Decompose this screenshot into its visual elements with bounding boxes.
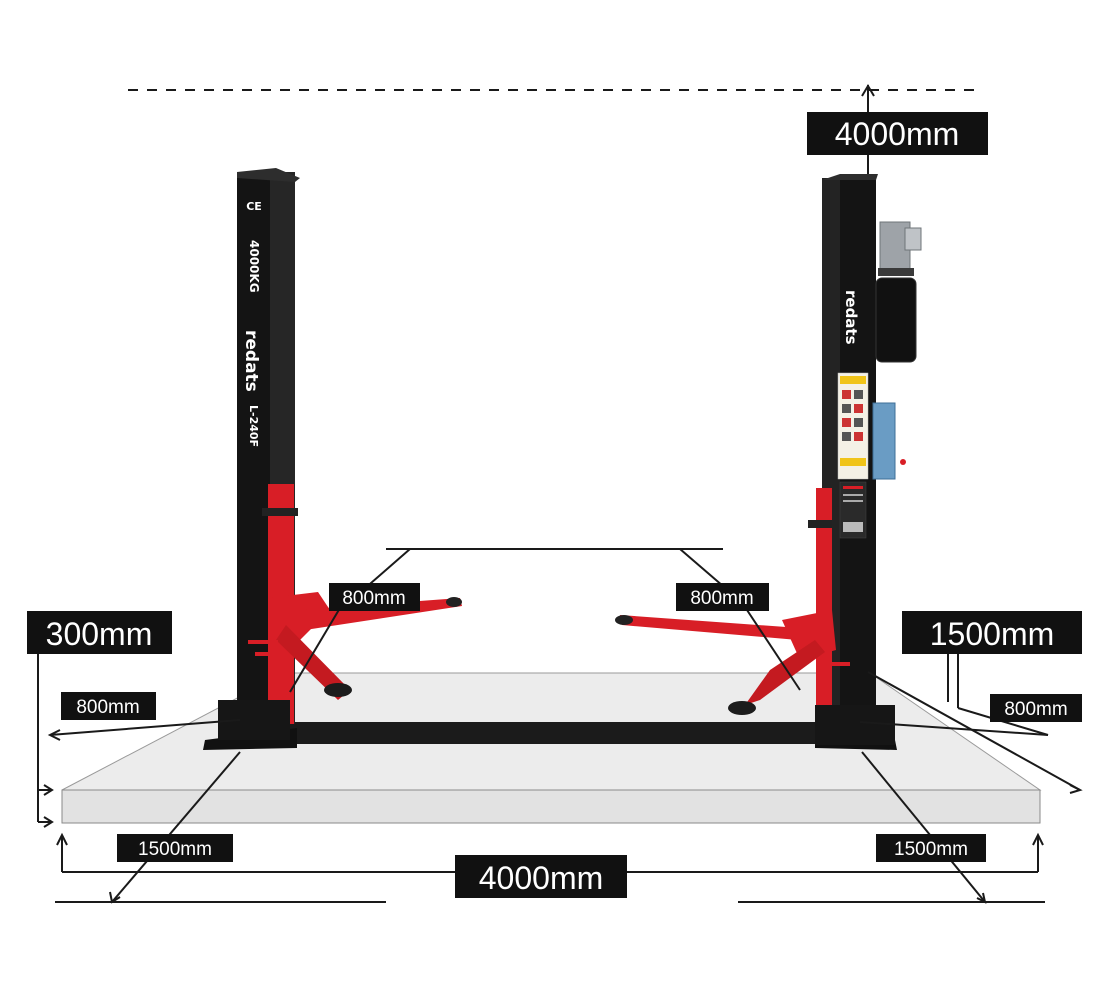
label-base-right: 1500mm (876, 834, 986, 862)
label-base-right-text: 1500mm (894, 839, 968, 860)
label-width-text: 4000mm (479, 860, 604, 896)
right-carriage-arms (615, 610, 850, 715)
label-base-left: 1500mm (117, 834, 233, 862)
label-side-right-text: 1500mm (930, 616, 1055, 652)
label-arm-left-text: 800mm (342, 588, 405, 609)
label-depth-left: 800mm (61, 692, 156, 720)
label-side-left-text: 300mm (46, 616, 153, 652)
left-column-model: L-240F (247, 405, 260, 447)
label-width: 4000mm (455, 855, 627, 898)
right-column: redats (808, 174, 895, 745)
label-arm-right: 800mm (676, 583, 769, 611)
label-side-left: 300mm (27, 611, 172, 654)
label-arm-left: 800mm (329, 583, 420, 611)
label-height-text: 4000mm (835, 116, 960, 152)
label-depth-right: 800mm (990, 694, 1082, 722)
left-column-capacity: 4000KG (247, 240, 261, 293)
right-column-brand-logo: redats (842, 290, 860, 345)
control-box (872, 402, 906, 480)
label-depth-right-text: 800mm (1004, 699, 1067, 720)
left-column-ce-mark: CE (246, 200, 262, 213)
hydraulic-power-unit (875, 221, 922, 363)
left-column-brand-logo: redats (241, 330, 261, 392)
label-base-left-text: 1500mm (138, 839, 212, 860)
label-arm-right-text: 800mm (690, 588, 753, 609)
emergency-stop-icon (900, 459, 906, 465)
left-carriage-arms (248, 592, 462, 700)
label-depth-left-text: 800mm (76, 697, 139, 718)
label-side-right: 1500mm (902, 611, 1082, 654)
label-height: 4000mm (807, 112, 988, 155)
